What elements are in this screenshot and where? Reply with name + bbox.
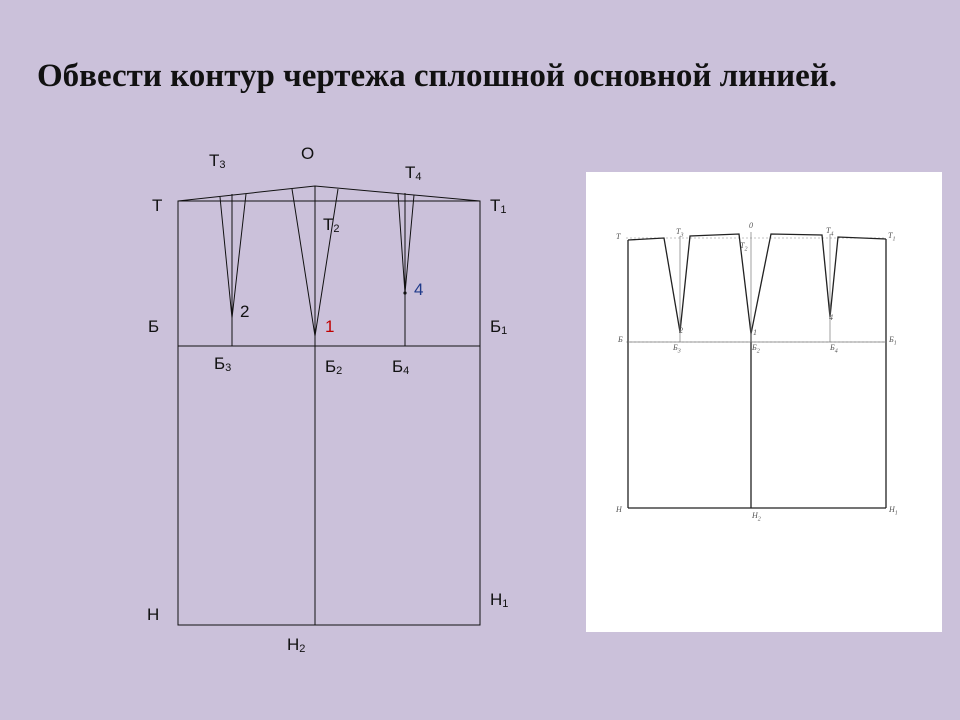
label-t: Т xyxy=(152,196,163,215)
label-t2: Т2 xyxy=(323,215,340,235)
scan-label-n2: Н2 xyxy=(752,511,761,523)
scan-label-b3: Б3 xyxy=(673,343,681,355)
label-n2: Н2 xyxy=(287,635,306,655)
scan-label-o: 0 xyxy=(749,221,753,230)
label-t3: Т3 xyxy=(209,151,226,171)
scan-label-t3: Т3 xyxy=(676,227,684,239)
scan-label-p2: 2 xyxy=(679,326,683,335)
point-4-marker xyxy=(403,291,407,295)
waist-line xyxy=(177,185,481,202)
dart-right xyxy=(397,193,415,294)
drawing-frame xyxy=(177,200,481,626)
label-t4: Т4 xyxy=(405,163,422,183)
label-b4: Б4 xyxy=(392,357,410,377)
scan-label-p4: 4 xyxy=(829,313,833,322)
scan-label-t2: Т2 xyxy=(740,241,748,253)
scan-label-n: Н xyxy=(616,505,622,514)
scan-label-n1: Н1 xyxy=(889,505,898,517)
scanned-drawing: Т Т3 0 Т2 Т4 Т1 2 1 4 Б Б1 Б3 Б2 Б4 Н Н2… xyxy=(586,172,942,632)
slide-title: Обвести контур чертежа сплошной основной… xyxy=(37,58,838,94)
scan-label-b2: Б2 xyxy=(752,343,760,355)
label-n: Н xyxy=(147,605,160,624)
label-n1: Н1 xyxy=(490,590,509,610)
label-b1: Б1 xyxy=(490,317,508,337)
scan-waist-line xyxy=(627,233,887,335)
label-b2: Б2 xyxy=(325,357,343,377)
scan-label-b4: Б4 xyxy=(830,343,838,355)
label-b: Б xyxy=(148,317,160,336)
scan-label-p1: 1 xyxy=(753,328,757,337)
label-o: О xyxy=(301,144,315,163)
label-b3: Б3 xyxy=(214,354,232,374)
scan-label-b1: Б1 xyxy=(889,335,897,347)
dart-left xyxy=(219,193,247,319)
scanned-drawing-lines xyxy=(626,232,887,509)
label-point-2: 2 xyxy=(240,302,250,321)
scan-label-b: Б xyxy=(618,335,623,344)
label-point-1: 1 xyxy=(325,317,335,336)
label-t1: Т1 xyxy=(490,196,507,216)
scan-label-t: Т xyxy=(616,232,621,241)
scan-label-t1: Т1 xyxy=(888,231,896,243)
label-point-4: 4 xyxy=(414,280,424,299)
scan-label-t4: Т4 xyxy=(826,226,834,238)
